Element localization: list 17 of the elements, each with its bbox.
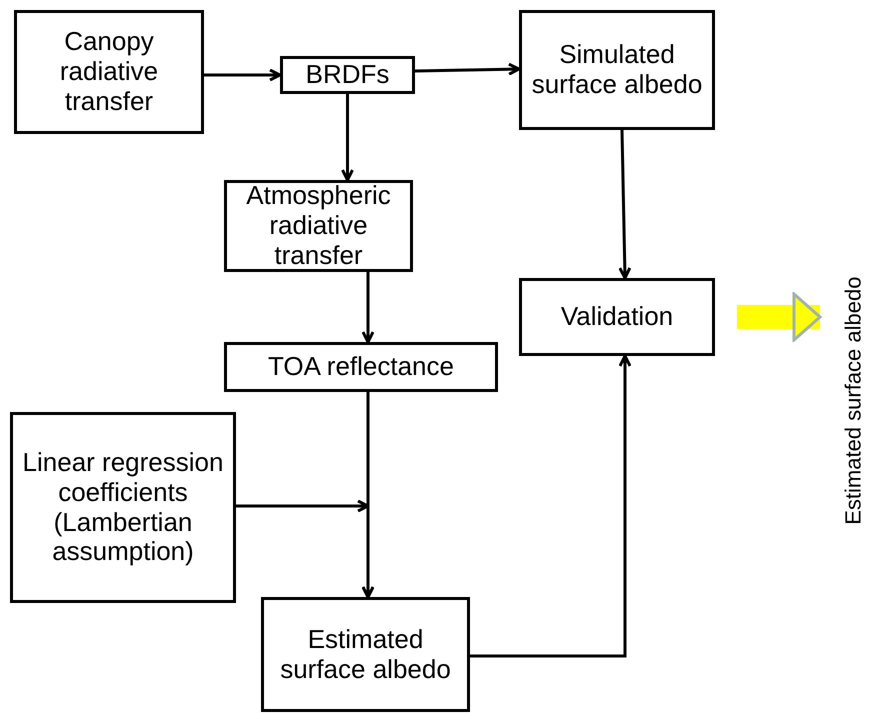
process-box: Atmospheric radiative transfer <box>224 180 413 272</box>
process-box: Estimated surface albedo <box>261 597 470 712</box>
block-arrow <box>737 292 822 342</box>
arrow <box>204 68 282 82</box>
arrow <box>341 94 354 182</box>
process-box: BRDFs <box>280 56 415 94</box>
process-box: TOA reflectance <box>224 342 498 392</box>
process-box: Simulated surface albedo <box>519 10 715 130</box>
arrow <box>236 500 374 597</box>
process-box: Canopy radiative transfer <box>14 10 204 134</box>
arrow <box>470 354 632 658</box>
rotated-label: Estimated surface albedo <box>840 276 866 524</box>
arrow <box>618 130 632 280</box>
arrow <box>414 62 520 76</box>
process-box: Linear regression coefficients (Lambertian assumption) <box>10 412 236 603</box>
arrow <box>362 272 374 344</box>
process-box: Validation <box>519 278 715 356</box>
